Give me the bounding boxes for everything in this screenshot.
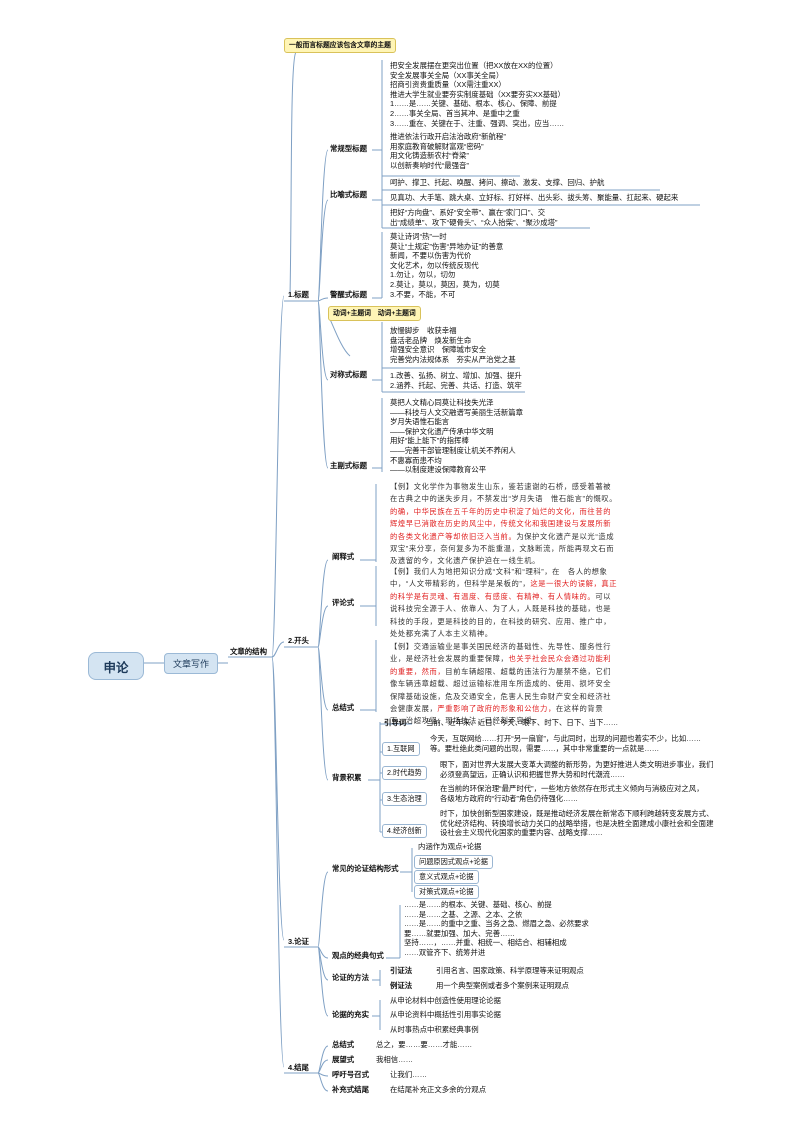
intro-words-label[interactable]: 引导词 (384, 718, 407, 727)
metaphor-title-label[interactable]: 比喻式标题 (330, 190, 367, 199)
section-argument[interactable]: 3.论证 (288, 937, 309, 946)
section-opening[interactable]: 2.开头 (288, 636, 309, 645)
conventional-title-lines: 把安全发展摆在更突出位置（把XX放在XX的位置） 安全发展事关全局（XX事关全局… (390, 61, 565, 128)
form-cause[interactable]: 问题原因式观点+论据 (414, 855, 493, 869)
title-callout: 一般而言标题应该包含文章的主题 (284, 38, 396, 53)
bg-trend-text: 眼下，面对世界大发展大变革大调整的新形势，为更好推进人类文明进步事业，我们 必须… (440, 760, 714, 779)
bg-trend-label[interactable]: 2.时代趋势 (382, 766, 427, 780)
bg-ecology-text: 在当前的环保治理“最严时代”，一些地方依然存在形式主义倾向与消极应对之风， 各级… (440, 784, 704, 803)
metaphor-idioms: 把好“方向盘”、系好“安全带”、赢在“家门口”、交 出“成绩单”、攻下“硬骨头”… (390, 208, 558, 227)
bg-internet-text: 今天，互联网给……打开“另一扇窗”，与此同时，出现的问题也着实不少，比如…… 等… (430, 734, 701, 753)
review-label[interactable]: 评论式 (332, 598, 355, 607)
section-title[interactable]: 1.标题 (288, 290, 309, 299)
intro-words: 当前、近年来、近日、今天、眼下、时下、日下、当下…… (426, 718, 619, 727)
enrich-label[interactable]: 论据的充实 (332, 1010, 369, 1019)
bg-economy-text: 时下，加快创新型国家建设，既是推动经济发展在新常态下顺利跨越转变发展方式、 优化… (440, 809, 714, 838)
background-label[interactable]: 背景积累 (332, 773, 362, 782)
enrich-item-1[interactable]: 从申论材料中创造性使用理论论据 (390, 996, 501, 1005)
ending-appeal-text: 让我们…… (390, 1070, 427, 1079)
subtitle-title-label[interactable]: 主副式标题 (330, 461, 367, 470)
classic-sentences-label[interactable]: 观点的经典句式 (332, 951, 384, 960)
parallel-title-label[interactable]: 对称式标题 (330, 370, 367, 379)
section-ending[interactable]: 4.结尾 (288, 1063, 309, 1072)
bg-internet-label[interactable]: 1.互联网 (382, 742, 420, 756)
method-quote-label[interactable]: 引证法 (390, 966, 413, 975)
metaphor-title-lines: 推进依法行政开启法治政府“新航程” 用家庭教育破解财富观“密码” 用文化铸造新农… (390, 132, 506, 170)
bg-ecology-label[interactable]: 3.生态治理 (382, 792, 427, 806)
subtitle-title-lines: 莫把人文精心同莫让科技失光泽 ——科技与人文交融谱写美丽生活新篇章 岁月失语惟石… (390, 398, 524, 475)
structure-label[interactable]: 文章的结构 (230, 647, 267, 656)
method-quote-text: 引用名言、国家政策、科学原理等来证明观点 (436, 966, 584, 975)
explain-label[interactable]: 阐释式 (332, 552, 355, 561)
explain-example: 【例】文化学作为事物发生山东，鉴若速谢的石桥，感受着著被在古典之中的迷失步月，不… (390, 482, 618, 566)
root-node[interactable]: 申论 (88, 652, 144, 680)
ending-summary-text: 总之，要……要……才能…… (376, 1040, 473, 1049)
ending-appeal-label[interactable]: 呼吁号召式 (332, 1070, 369, 1079)
ending-supplement-label[interactable]: 补充式结尾 (332, 1085, 369, 1094)
enrich-item-2[interactable]: 从申论资料中概括性引用事实论据 (390, 1010, 501, 1019)
ending-outlook-text: 我相信…… (376, 1055, 413, 1064)
form-connotation[interactable]: 内涵作为观点+论据 (418, 842, 482, 851)
parallel-title-verbs: 1.改善、弘扬、树立、增加、加强、提升 2.涵养、托起、完善、共话、打造、筑牢 (390, 371, 522, 390)
ending-outlook-label[interactable]: 展望式 (332, 1055, 355, 1064)
review-example: 【例】我们人为地把知识分成“文科”和“理科”，在 各人的想象中，“人文带精彩的，… (390, 567, 618, 639)
classic-sentences: ……是……的根本、关键、基础、核心、前提 ……是……之基、之源、之本、之依 ……… (404, 900, 589, 957)
warning-title-lines: 莫让诗词“热”一时 莫让“土规定”伤害“异地办证”的善意 新闻，不要以伤害为代价… (390, 232, 504, 299)
form-significance[interactable]: 意义式观点+论据 (414, 870, 479, 884)
conventional-title-label[interactable]: 常规型标题 (330, 144, 367, 153)
parallel-title-lines: 放慢脚步 收获幸福 盘活老品牌 焕发新生命 增强安全意识 保障城市安全 完善党内… (390, 326, 516, 364)
form-countermeasure[interactable]: 对策式观点+论据 (414, 885, 479, 899)
ending-summary-label[interactable]: 总结式 (332, 1040, 355, 1049)
bg-economy-label[interactable]: 4.经济创新 (382, 824, 427, 838)
structure-forms-label[interactable]: 常见的论证结构形式 (332, 864, 399, 873)
enrich-item-3[interactable]: 从时事热点中积累经典事例 (390, 1025, 479, 1034)
metaphor-phrases: 见真功、大手笔、跳大桌、立好标、打好样、出头彩、拔头筹、聚能量、扛起来、硬起来 (390, 193, 679, 202)
summary-example: 【例】交通运输业是事关国民经济的基础性、先导性、服务性行业，是经济社会发展的重要… (390, 642, 612, 726)
method-example-label[interactable]: 例证法 (390, 981, 413, 990)
metaphor-verbs: 呵护、撑卫、托起、唤醒、拷问、擦动、激发、支撑、回归、护航 (390, 178, 605, 187)
ending-supplement-text: 在结尾补充正文多余的分观点 (390, 1085, 487, 1094)
main-topic[interactable]: 文章写作 (164, 653, 218, 674)
warning-title-label[interactable]: 警醒式标题 (330, 290, 367, 299)
method-example-text: 用一个典型案例或者多个案例来证明观点 (436, 981, 570, 990)
summary-label[interactable]: 总结式 (332, 703, 355, 712)
paired-callout: 动词+主题词 动词+主题词 (328, 306, 421, 321)
methods-label[interactable]: 论证的方法 (332, 973, 369, 982)
